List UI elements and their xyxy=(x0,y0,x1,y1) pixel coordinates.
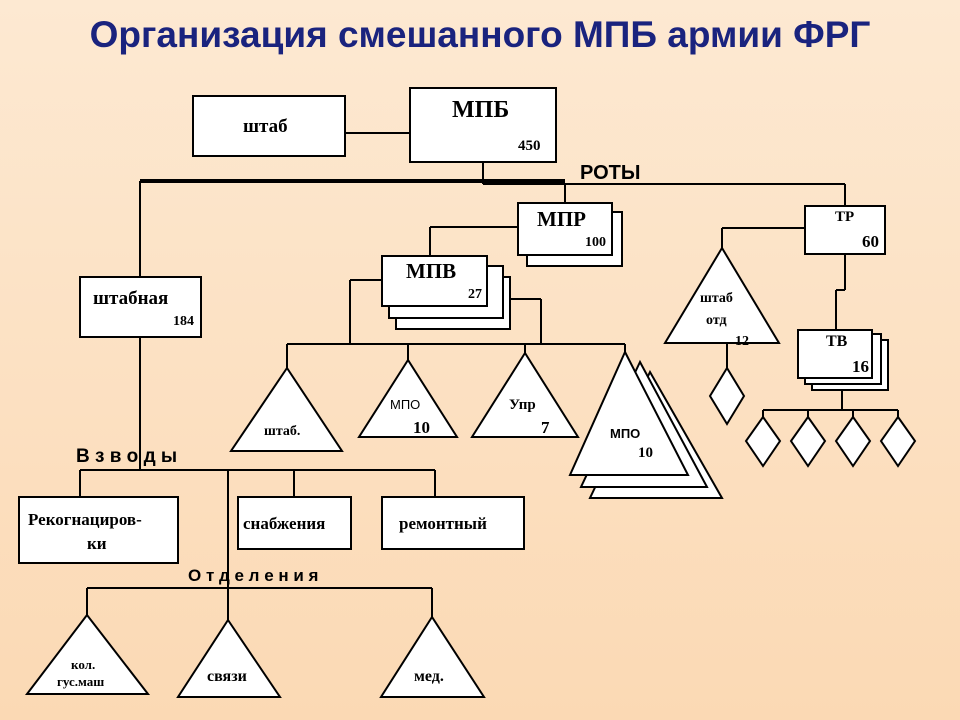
mpv-box xyxy=(381,255,488,307)
recon-platoon-box xyxy=(18,496,179,564)
med-label: мед. xyxy=(414,668,444,685)
mpv-shtab-label: штаб. xyxy=(264,424,301,439)
tr-label: ТР xyxy=(835,209,855,225)
mpr-box xyxy=(517,202,613,256)
recon-line1: Рекогнациров- xyxy=(28,510,142,529)
shtab-otd-count: 12 xyxy=(735,334,749,349)
mpv-count: 27 xyxy=(468,287,482,302)
mpo2-triangle xyxy=(568,349,690,476)
mpb-count: 450 xyxy=(518,138,541,154)
tv-label: ТВ xyxy=(826,333,848,350)
supply-label: снабжения xyxy=(243,514,326,533)
mpb-label: МПБ xyxy=(452,97,510,123)
recon-line2: ки xyxy=(87,534,107,553)
shtab-otd-line1: штаб xyxy=(700,291,733,306)
shtab-triangle xyxy=(229,366,344,452)
mpr-label: МПР xyxy=(537,207,586,231)
roty-label: РОТЫ xyxy=(580,162,641,184)
supply-platoon-box xyxy=(237,496,352,550)
kol-line2: гус.маш xyxy=(57,674,105,689)
mpo2-label: МПО xyxy=(610,426,641,441)
shtabnaya-label: штабная xyxy=(93,288,169,309)
mpr-count: 100 xyxy=(585,235,606,250)
svyazi-label: связи xyxy=(207,668,247,685)
upr-label: Упр xyxy=(509,397,536,413)
tv-count: 16 xyxy=(852,357,869,376)
mpo-label: МПО xyxy=(390,397,421,412)
mpb-box xyxy=(409,87,557,163)
tr-count: 60 xyxy=(862,232,879,251)
page-title: Организация смешанного МПБ армии ФРГ xyxy=(89,14,871,55)
repair-label: ремонтный xyxy=(399,514,487,533)
otdeleniya-label: О т д е л е н и я xyxy=(188,566,319,585)
svyazi-triangle xyxy=(176,618,282,698)
tr-box xyxy=(804,205,886,255)
kol-line1: кол. xyxy=(71,657,96,672)
kol-triangle xyxy=(24,613,151,695)
shtab-label: штаб xyxy=(243,116,288,137)
shtab-box xyxy=(192,95,346,157)
shtab-otd-line2: отд xyxy=(706,313,727,328)
mpo-triangle xyxy=(357,358,459,438)
tv-box xyxy=(797,329,873,379)
upr-triangle xyxy=(470,351,580,438)
med-triangle xyxy=(379,615,486,698)
vzvody-label: В з в о д ы xyxy=(76,446,178,467)
shtabnaya-box xyxy=(79,276,202,338)
upr-count: 7 xyxy=(541,418,550,437)
mpv-label: МПВ xyxy=(406,259,457,283)
repair-platoon-box xyxy=(381,496,525,550)
mpo2-count: 10 xyxy=(638,445,653,461)
shtabnaya-count: 184 xyxy=(173,314,194,329)
shtab-otd-triangle xyxy=(663,246,781,344)
mpo-count: 10 xyxy=(413,418,430,437)
